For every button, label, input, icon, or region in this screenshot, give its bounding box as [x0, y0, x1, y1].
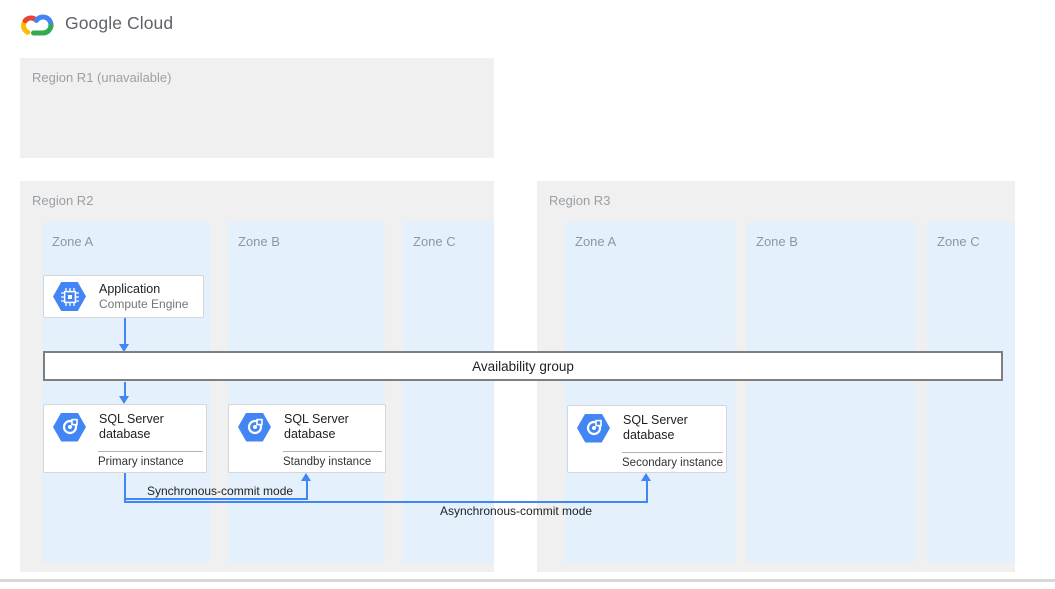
arrow-down-icon — [119, 396, 129, 404]
arrow-down-icon — [119, 344, 129, 352]
region-r2-label: Region R2 — [32, 193, 94, 208]
sql-server-icon — [53, 412, 86, 442]
region-r1: Region R1 (unavailable) — [20, 58, 494, 158]
arrow-up-icon — [641, 473, 651, 481]
sql-standby-card: SQL Server database Standby instance — [228, 404, 386, 473]
availability-group-bar: Availability group — [43, 351, 1003, 381]
primary-commit-line — [124, 473, 126, 503]
region-r2-zone-b: Zone B — [228, 222, 385, 563]
region-r3-zone-b: Zone B — [746, 222, 916, 563]
application-card: Application Compute Engine — [43, 275, 204, 318]
region-r3-zone-a: Zone A — [565, 222, 735, 563]
sql-secondary-card: SQL Server database Secondary instance — [567, 405, 727, 473]
sync-commit-line — [125, 498, 308, 500]
region-r3-label: Region R3 — [549, 193, 611, 208]
availability-group-label: Availability group — [472, 358, 574, 374]
zone-label: Zone A — [52, 234, 94, 249]
sql-standby-instance-label: Standby instance — [283, 456, 372, 468]
card-divider — [622, 452, 723, 453]
brand-wordmark: Google Cloud — [65, 12, 174, 33]
sql-primary-title: SQL Server database — [99, 412, 164, 441]
application-title: Application — [99, 282, 161, 296]
sync-commit-line-up — [306, 480, 308, 499]
region-r1-label: Region R1 (unavailable) — [32, 70, 172, 85]
application-subtitle: Compute Engine — [99, 297, 189, 311]
zone-label: Zone C — [413, 234, 456, 249]
async-commit-line-up — [646, 480, 648, 502]
card-divider — [98, 451, 203, 452]
app-to-group-line — [124, 318, 126, 345]
compute-engine-icon — [53, 282, 86, 311]
async-commit-label: Asynchronous-commit mode — [440, 504, 593, 518]
sql-server-icon — [577, 413, 610, 443]
google-cloud-logo-icon — [21, 14, 54, 36]
header: Google Cloud — [20, 9, 173, 37]
zone-label: Zone B — [756, 234, 798, 249]
sql-secondary-title: SQL Server database — [623, 413, 688, 442]
sql-server-icon — [238, 412, 271, 442]
sql-standby-title: SQL Server database — [284, 412, 349, 441]
sql-secondary-instance-label: Secondary instance — [622, 457, 724, 469]
sync-commit-label: Synchronous-commit mode — [147, 484, 294, 498]
arrow-up-icon — [301, 473, 311, 481]
bottom-divider — [0, 579, 1055, 582]
sql-primary-card: SQL Server database Primary instance — [43, 404, 207, 473]
group-to-primary-line — [124, 382, 126, 397]
zone-label: Zone C — [937, 234, 980, 249]
region-r3-zone-c: Zone C — [927, 222, 1015, 563]
region-r2-zone-a: Zone A — [42, 222, 210, 563]
async-commit-line — [125, 501, 648, 503]
zone-label: Zone B — [238, 234, 280, 249]
sql-primary-instance-label: Primary instance — [98, 456, 184, 468]
zone-label: Zone A — [575, 234, 617, 249]
card-divider — [283, 451, 382, 452]
region-r2-zone-c: Zone C — [403, 222, 494, 563]
